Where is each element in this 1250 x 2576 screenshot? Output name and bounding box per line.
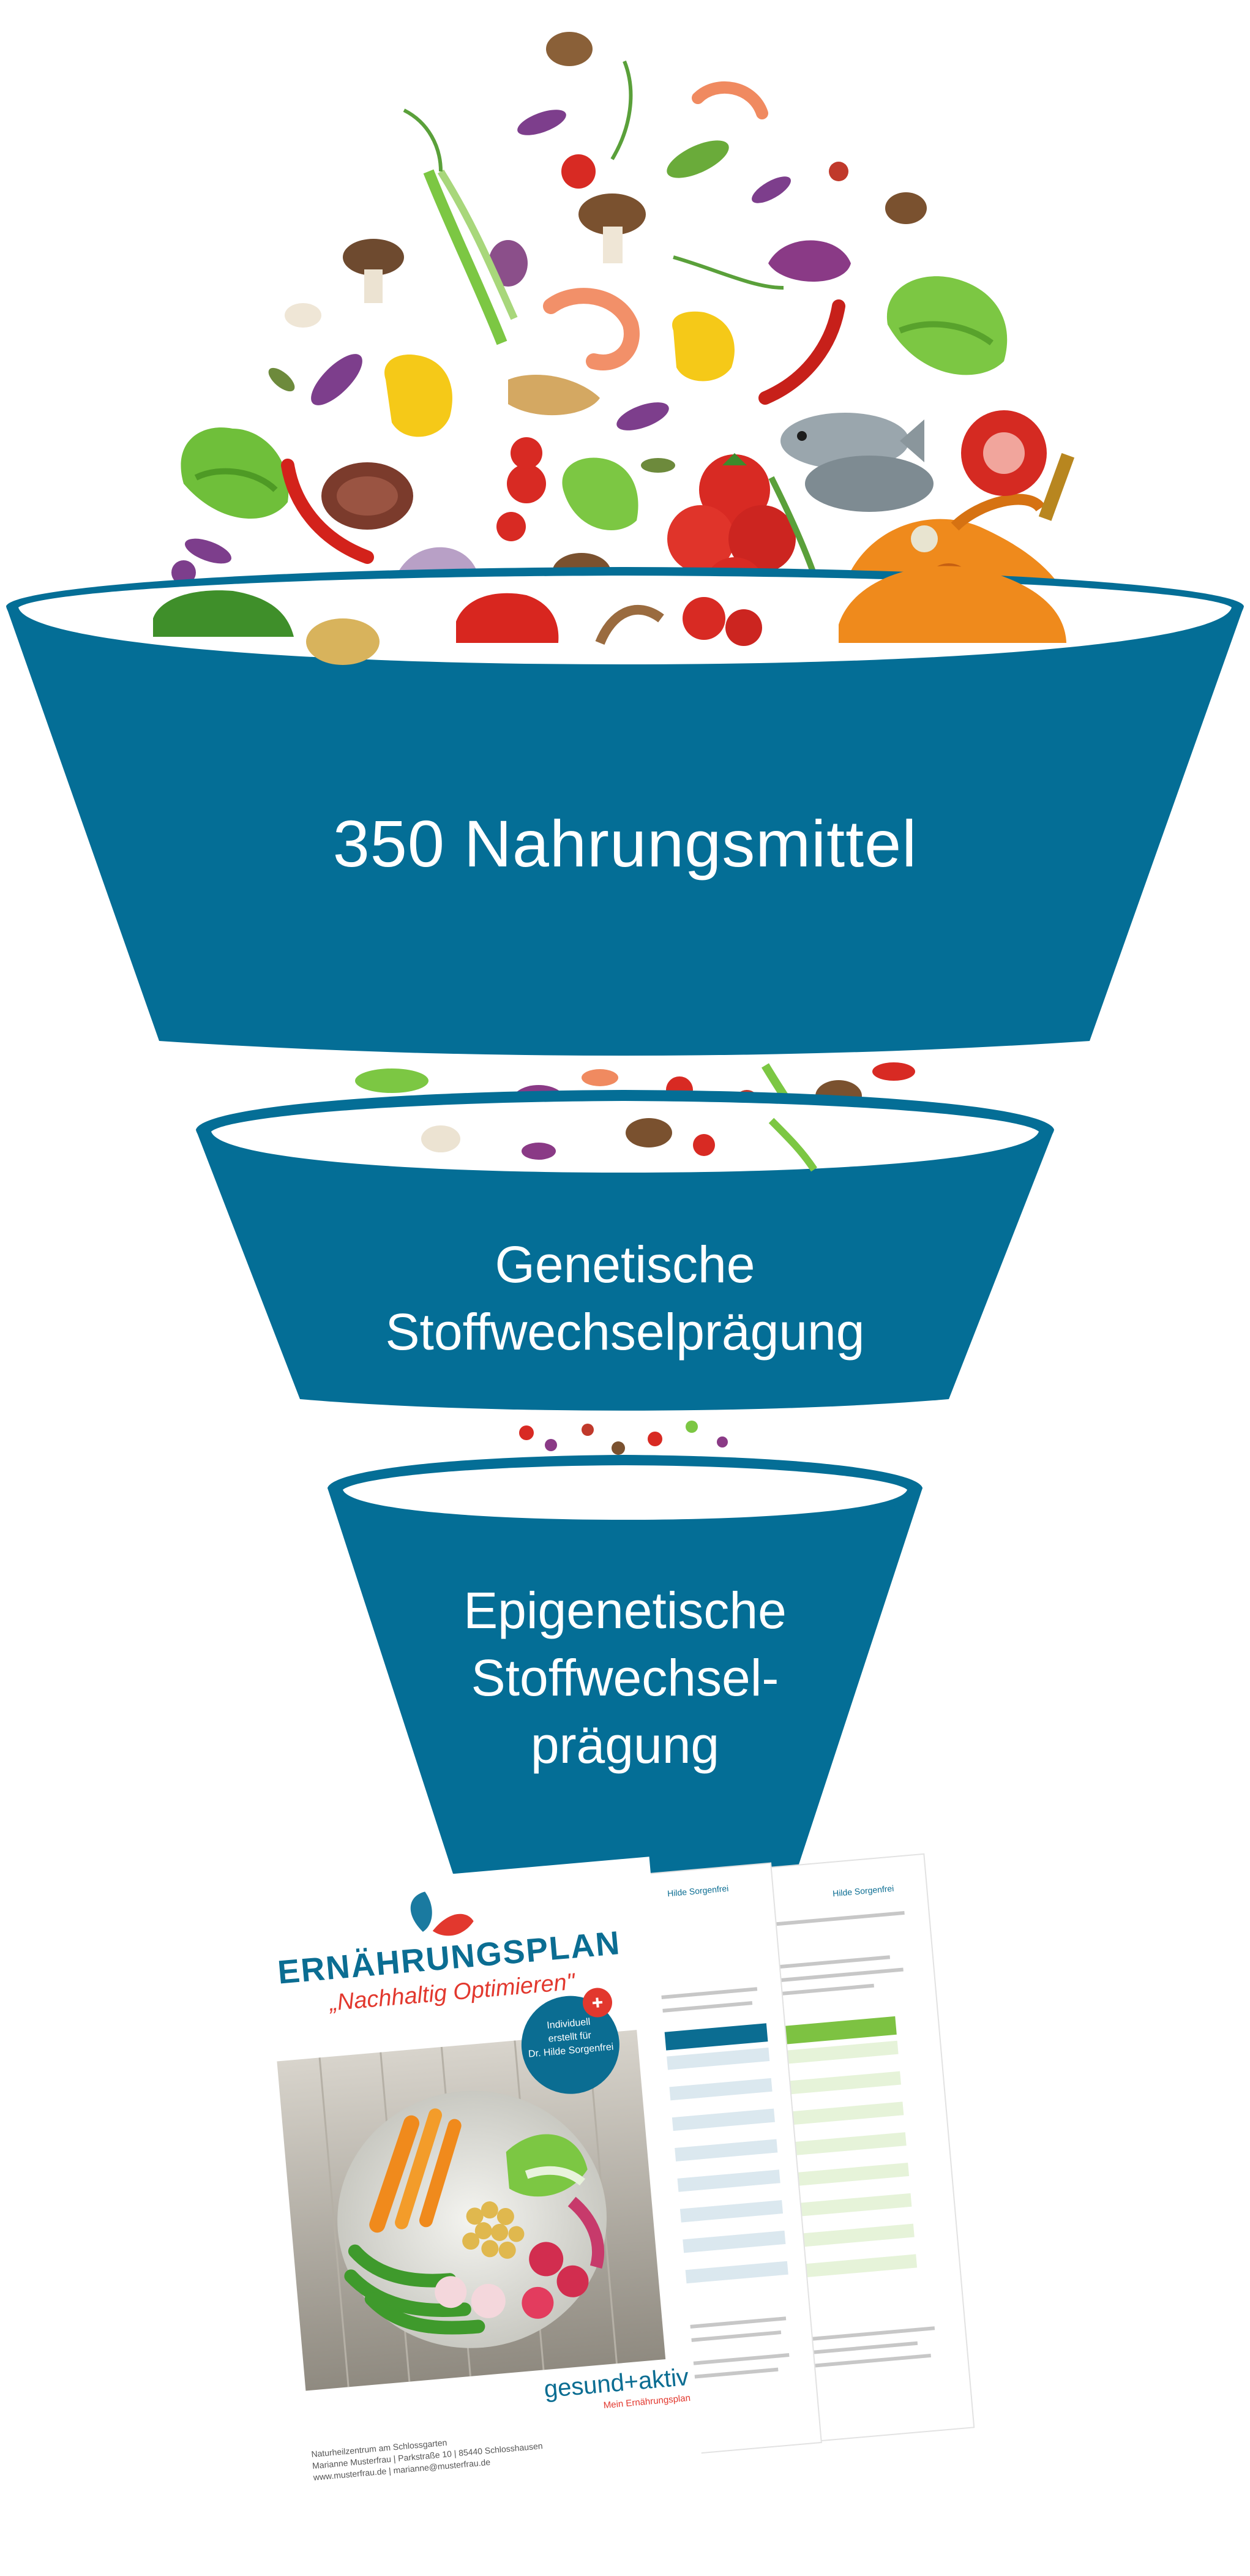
brochure-badge-text: Individuell erstellt für Dr. Hilde Sorge… (519, 2013, 620, 2062)
funnel-stage-3-label-line2: Stoffwechsel- (0, 1644, 1250, 1711)
funnel-stage-2-label-line1: Genetische (0, 1231, 1250, 1298)
funnel-stage-3-label: Epigenetische Stoffwechsel- prägung (0, 1577, 1250, 1779)
funnel-stage-3-label-line1: Epigenetische (0, 1577, 1250, 1644)
funnel-stage-1-label: 350 Nahrungsmittel (0, 805, 1250, 882)
brochure-cover-text: ERNÄHRUNGSPLAN „Nachhaltig Optimieren" I… (234, 1857, 702, 2496)
funnel-stage-2-label: Genetische Stoffwechselprägung (0, 1231, 1250, 1365)
funnel-stage-3-label-line3: prägung (0, 1711, 1250, 1779)
funnel-stage-2-label-line2: Stoffwechselprägung (0, 1298, 1250, 1365)
